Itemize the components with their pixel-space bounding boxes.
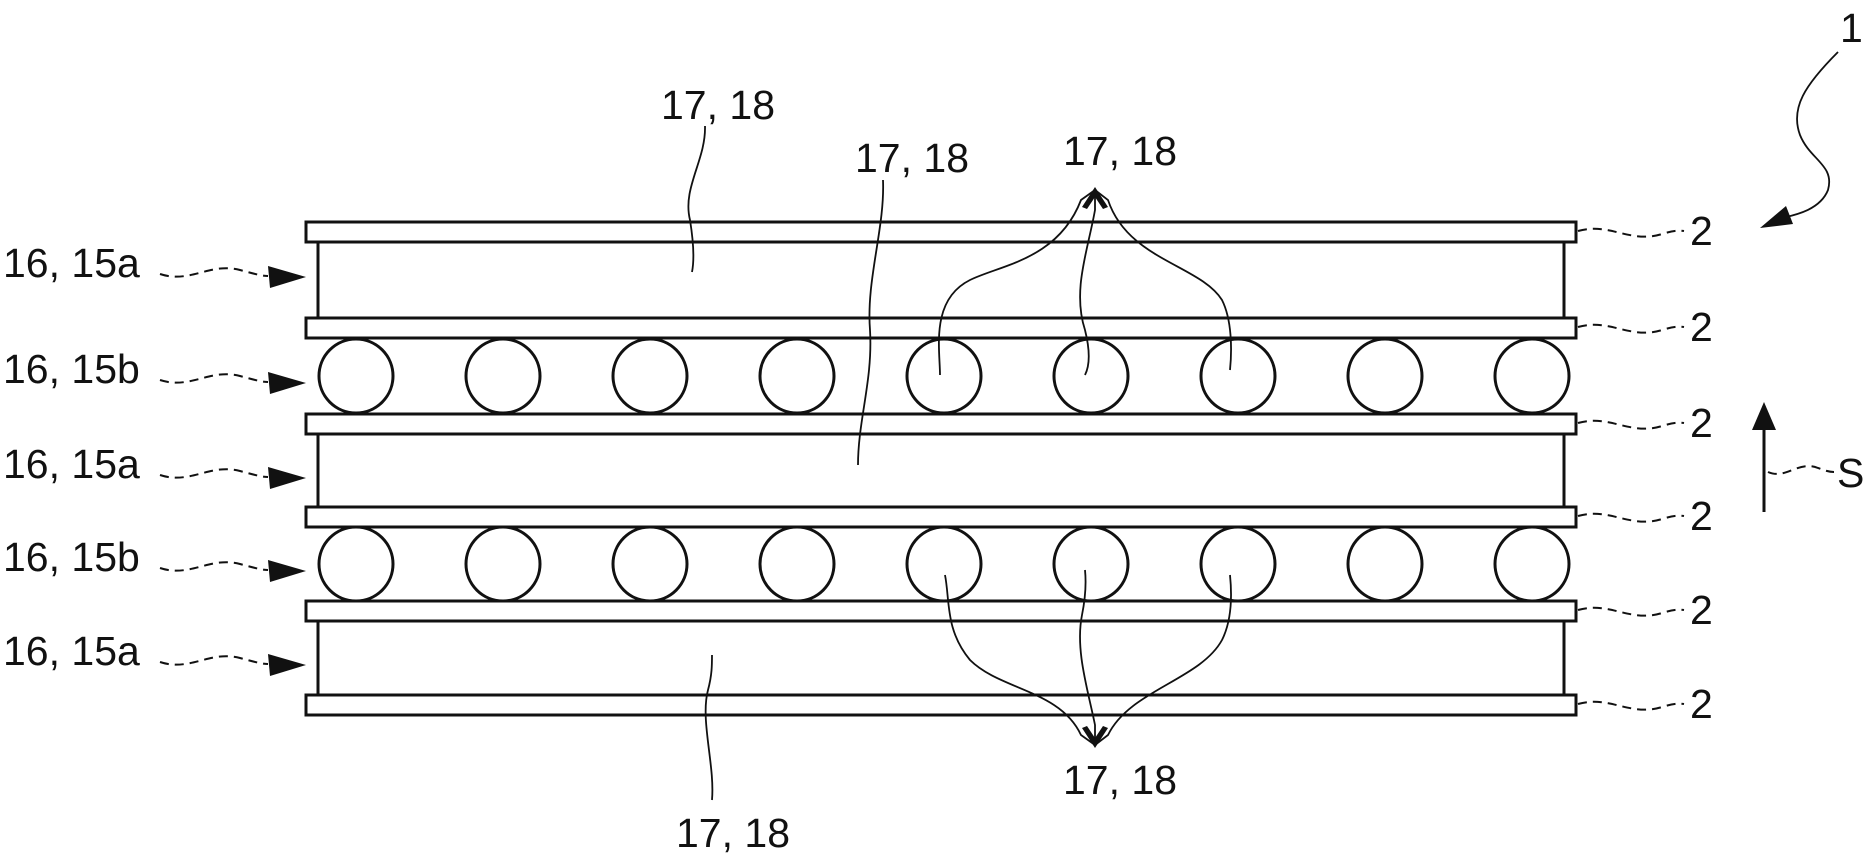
assembly-arrowhead [1760,206,1793,228]
layer-leader-1 [160,268,268,276]
tube [1201,339,1275,413]
plate-3 [306,414,1576,434]
plate-ref-1: 2 [1690,208,1713,254]
plate-leader-5 [1578,608,1684,616]
plate-leader-2 [1578,325,1684,333]
layer-leader-2 [160,374,268,382]
tube [760,339,834,413]
direction-arrowhead [1752,402,1776,430]
tube [1495,339,1569,413]
layer-leader-3 [160,469,268,477]
passage-leader-top-layer [688,126,705,272]
plate-6 [306,695,1576,715]
passage-leader-bottom-layer [706,655,713,800]
layer-arrowhead-3 [268,467,306,489]
plate-leader-4 [1578,514,1684,522]
layer-label-1: 16, 15a [3,240,140,286]
tube [1054,527,1128,601]
layer-arrowhead-1 [268,266,306,288]
plate-leader-1 [1578,229,1684,237]
layer-arrowhead-2 [268,372,306,394]
tube [319,527,393,601]
passage-label-bottom-layer: 17, 18 [676,810,790,856]
tube [466,527,540,601]
tube [907,527,981,601]
layer-label-2: 16, 15b [3,346,140,392]
plate-ref-3: 2 [1690,400,1713,446]
tube [319,339,393,413]
tube [1348,339,1422,413]
plate-leader-3 [1578,421,1684,429]
assembly-leader [1782,52,1838,218]
plate-ref-5: 2 [1690,587,1713,633]
plate-leader-6 [1578,702,1684,710]
layer-leader-4 [160,562,268,570]
passage-leader-top-tube-c [1095,190,1231,370]
plate-1 [306,222,1576,242]
tube [466,339,540,413]
layer-leader-5 [160,656,268,664]
tube [613,339,687,413]
plate-ref-6: 2 [1690,681,1713,727]
tube [1495,527,1569,601]
passage-label-top-tubes: 17, 18 [1063,128,1177,174]
plate-ref-4: 2 [1690,493,1713,539]
plate-ref-2: 2 [1690,304,1713,350]
passage-label-middle-layer: 17, 18 [855,135,969,181]
direction-leader [1768,466,1834,474]
tube [613,527,687,601]
tube [907,339,981,413]
layer-label-5: 16, 15a [3,628,140,674]
tube [760,527,834,601]
tube-row-1 [319,339,1569,413]
layer-arrowhead-4 [268,560,306,582]
plate-4 [306,507,1576,527]
plate-5 [306,601,1576,621]
tube [1201,527,1275,601]
tube [1348,527,1422,601]
tube-row-2 [319,527,1569,601]
layer-label-3: 16, 15a [3,441,140,487]
passage-label-bottom-tubes: 17, 18 [1063,757,1177,803]
passage-label-top-layer: 17, 18 [661,82,775,128]
tube [1054,339,1128,413]
layer-label-4: 16, 15b [3,534,140,580]
layer-arrowhead-5 [268,654,306,676]
direction-label: S [1837,450,1864,496]
assembly-ref: 1 [1840,5,1863,51]
